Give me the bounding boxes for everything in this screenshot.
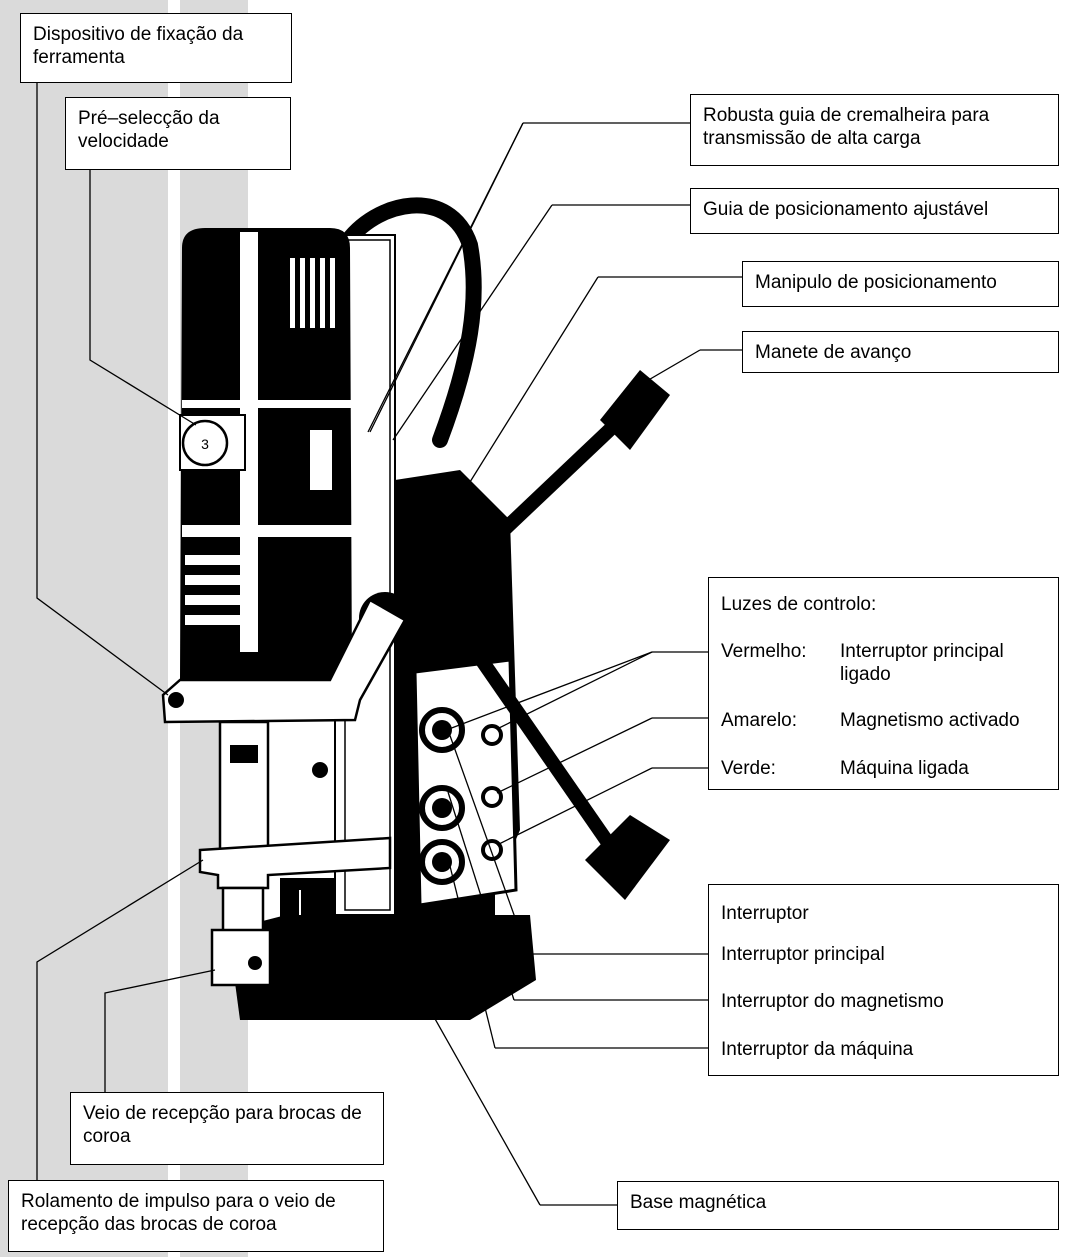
label-control-lights: Luzes de controlo: Vermelho: Interruptor…: [708, 577, 1059, 790]
label-switches: Interruptor Interruptor principal Interr…: [708, 884, 1059, 1076]
light-green-color: Verde:: [721, 758, 776, 779]
light-yellow-meaning: Magnetismo activado: [840, 710, 1020, 731]
spindle-assembly: [161, 598, 407, 987]
control-lights-title: Luzes de controlo:: [721, 594, 877, 615]
label-arbor: Veio de recepção para brocas de coroa: [70, 1092, 384, 1165]
label-tool-holder: Dispositivo de fixação da ferramenta: [20, 13, 292, 83]
label-adjustable-guide: Guia de posicionamento ajustável: [690, 188, 1059, 234]
power-cable: [337, 197, 482, 448]
switch-magnetism: Interruptor do magnetismo: [721, 991, 944, 1012]
switch-main: Interruptor principal: [721, 944, 885, 965]
label-positioning-handle: Manipulo de posicionamento: [742, 261, 1059, 307]
motor-housing: 3: [179, 228, 352, 700]
label-rack-guide: Robusta guia de cremalheira para transmi…: [690, 94, 1059, 166]
switch-heading: Interruptor: [721, 903, 809, 924]
switch-machine: Interruptor da máquina: [721, 1039, 914, 1060]
light-red-meaning: Interruptor principal ligado: [840, 641, 1004, 685]
label-speed-preselect: Pré–selecção da velocidade: [65, 97, 291, 170]
light-green-meaning: Máquina ligada: [840, 758, 969, 779]
speed-dial: [181, 419, 229, 467]
speed-dial-digit: 3: [201, 436, 209, 452]
label-feed-lever: Manete de avanço: [742, 331, 1059, 373]
label-magnetic-base: Base magnética: [617, 1181, 1059, 1230]
leader-lines: [36, 83, 742, 1206]
wall-groove: [168, 0, 180, 1257]
light-red-color: Vermelho:: [721, 641, 807, 662]
label-thrust-bearing: Rolamento de impulso para o veio de rece…: [8, 1180, 384, 1252]
light-yellow-color: Amarelo:: [721, 710, 798, 731]
